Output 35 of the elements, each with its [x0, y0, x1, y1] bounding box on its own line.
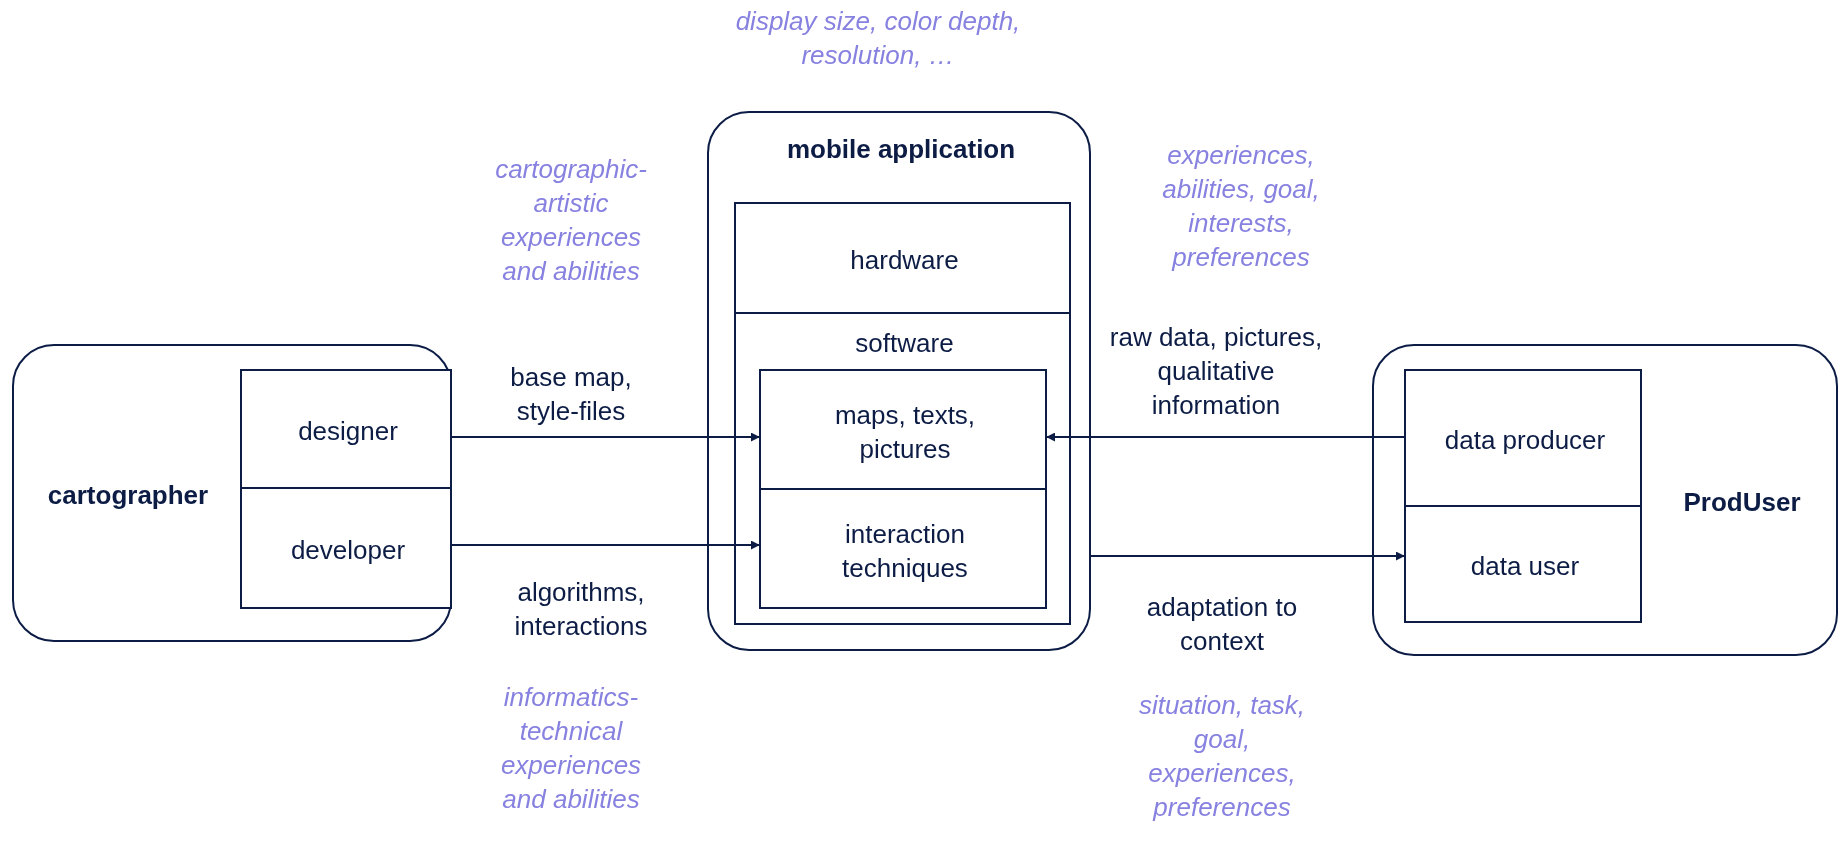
- role-box: [240, 487, 452, 609]
- node-label: hardware: [849, 244, 960, 277]
- component-box: [734, 202, 1071, 314]
- actor-panel: [1372, 344, 1838, 656]
- arrow: [1090, 551, 1405, 561]
- arrow: [451, 540, 760, 550]
- node-label: designer: [297, 415, 399, 448]
- application-panel: [707, 111, 1091, 651]
- node-label: developer: [289, 534, 407, 567]
- node-label: data producer: [1443, 424, 1607, 457]
- arrow: [451, 432, 760, 442]
- node-label: interaction techniques: [841, 517, 969, 585]
- annotation: informatics-technical experiences and abilities: [499, 681, 643, 816]
- heading: cartographer: [46, 479, 210, 512]
- actor-panel: [12, 344, 452, 642]
- component-box: [734, 312, 1071, 625]
- annotation: experiences, abilities, goal, interests, preferences: [1161, 139, 1321, 274]
- heading: mobile application: [785, 133, 1017, 166]
- role-box: [1404, 505, 1642, 623]
- edge-label: adaptation to context: [1145, 591, 1299, 658]
- arrow: [1046, 432, 1405, 442]
- role-box: [1404, 369, 1642, 507]
- node-label: software: [854, 327, 955, 360]
- node-label: data user: [1469, 550, 1581, 583]
- node-label: maps, texts, pictures: [833, 398, 977, 466]
- component-box: [759, 488, 1047, 609]
- edge-label: algorithms, interactions: [513, 576, 649, 643]
- annotation: display size, color depth, resolution, …: [734, 5, 1022, 72]
- role-box: [240, 369, 452, 489]
- annotation: cartographic-artistic experiences and abilities: [494, 153, 648, 288]
- edge-label: raw data, pictures, qualitative information: [1108, 321, 1324, 422]
- heading: ProdUser: [1682, 486, 1802, 519]
- annotation: situation, task, goal, experiences, preferences: [1137, 689, 1307, 824]
- edge-label: base map, style-files: [509, 361, 633, 428]
- component-box: [759, 369, 1047, 490]
